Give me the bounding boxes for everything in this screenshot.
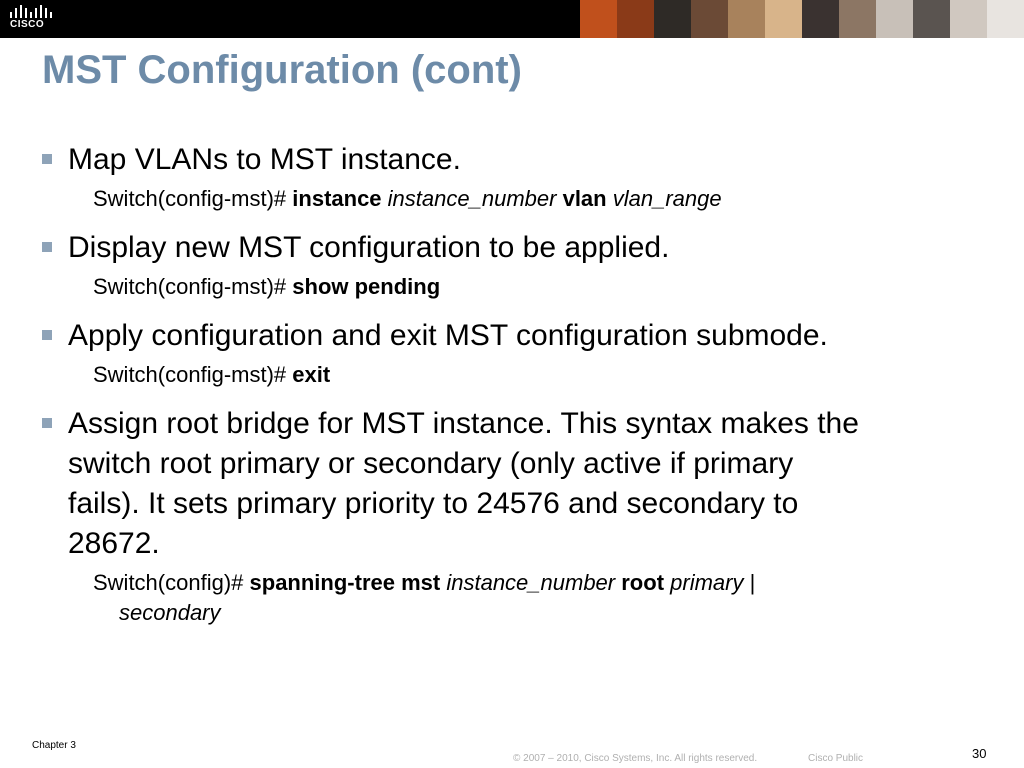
header-photo-tile (913, 0, 950, 38)
footer-classification: Cisco Public (808, 753, 864, 764)
command-keyword: show pending (292, 274, 441, 299)
bullet-3-text: Apply configuration and exit MST configu… (68, 319, 828, 352)
bullet-1: Map VLANs to MST instance. (42, 140, 982, 180)
header-photo-tile (987, 0, 1024, 38)
bullet-square-icon (42, 242, 52, 252)
bullet-square-icon (42, 418, 52, 428)
bullet-4-line-2: switch root primary or secondary (only a… (68, 447, 794, 480)
command-argument: primary (670, 570, 744, 595)
footer-chapter: Chapter 3 (32, 740, 76, 751)
header-photo-tile (580, 0, 617, 38)
bullet-4-line-4: 28672. (68, 527, 160, 560)
bullet-1-text: Map VLANs to MST instance. (68, 143, 461, 176)
slide-title: MST Configuration (cont) (42, 48, 522, 92)
bullet-4-line-1: Assign root bridge for MST instance. Thi… (68, 407, 859, 440)
header-bar: CISCO (0, 0, 1024, 38)
command-text: | (743, 570, 756, 595)
command-keyword: root (621, 570, 665, 595)
bullet-4-line-3: fails). It sets primary priority to 2457… (68, 487, 799, 520)
cisco-logo-icon (10, 5, 52, 18)
bullet-3: Apply configuration and exit MST configu… (42, 316, 982, 356)
bullet-4: Assign root bridge for MST instance. Thi… (42, 404, 982, 564)
header-photo-tile (617, 0, 654, 38)
command-3: Switch(config-mst)# exit (42, 360, 982, 390)
command-prompt: Switch(config-mst)# (93, 186, 293, 211)
header-photo-tile (839, 0, 876, 38)
bullet-square-icon (42, 154, 52, 164)
bullet-2: Display new MST configuration to be appl… (42, 228, 982, 268)
command-keyword: exit (292, 362, 331, 387)
bullet-square-icon (42, 330, 52, 340)
command-prompt: Switch(config-mst)# (93, 362, 293, 387)
header-photo-tile (950, 0, 987, 38)
header-photo-tile (691, 0, 728, 38)
command-prompt: Switch(config-mst)# (93, 274, 293, 299)
command-keyword: instance (292, 186, 382, 211)
footer-copyright: © 2007 – 2010, Cisco Systems, Inc. All r… (513, 753, 758, 764)
command-prompt: Switch(config)# (93, 570, 250, 595)
command-argument: instance_number (387, 186, 557, 211)
header-photo-tile (765, 0, 802, 38)
page-number: 30 (972, 746, 987, 761)
command-2: Switch(config-mst)# show pending (42, 272, 982, 302)
bullet-2-text: Display new MST configuration to be appl… (68, 231, 670, 264)
header-photo-tile (654, 0, 691, 38)
command-argument: secondary (119, 600, 221, 625)
slide-content: Map VLANs to MST instance. Switch(config… (42, 140, 982, 628)
header-photo-tile (876, 0, 913, 38)
command-argument: instance_number (446, 570, 616, 595)
logo-wordmark: CISCO (10, 19, 45, 30)
command-4: Switch(config)# spanning-tree mst instan… (42, 568, 982, 628)
command-1: Switch(config-mst)# instance instance_nu… (42, 184, 982, 214)
header-photo-strip (580, 0, 1024, 38)
header-photo-tile (728, 0, 765, 38)
command-argument: vlan_range (612, 186, 722, 211)
header-photo-tile (802, 0, 839, 38)
command-keyword: spanning-tree mst (249, 570, 441, 595)
command-keyword: vlan (562, 186, 607, 211)
